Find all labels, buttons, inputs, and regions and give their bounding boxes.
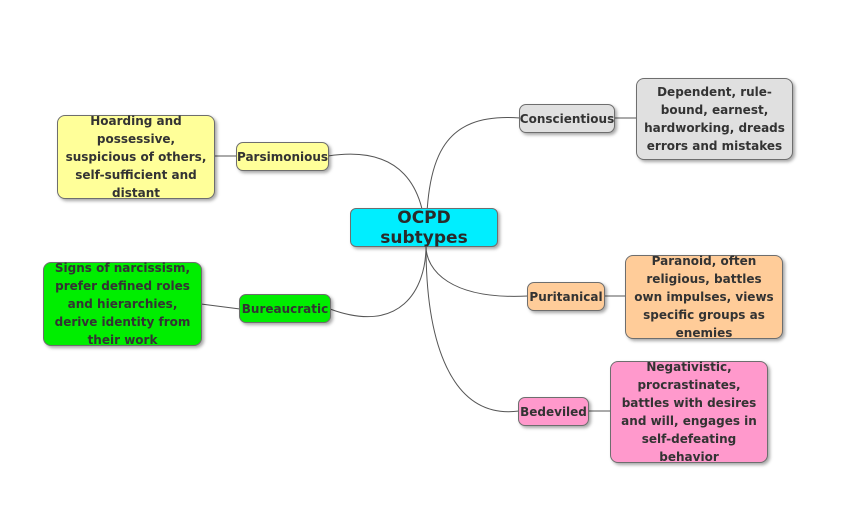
description-node-bureaucratic[interactable]: Signs of narcissism, prefer defined role… bbox=[43, 261, 202, 347]
link-root-bureaucratic bbox=[329, 245, 427, 318]
description-node-puritanical[interactable]: Paranoid, often religious, battles own i… bbox=[625, 254, 783, 340]
subtype-node-bureaucratic[interactable]: Bureaucratic bbox=[239, 294, 331, 323]
link-bureaucratic-description bbox=[200, 303, 241, 310]
description-node-conscientious[interactable]: Dependent, rule-bound, earnest, hardwork… bbox=[636, 78, 793, 160]
link-root-puritanical bbox=[425, 245, 529, 297]
description-node-parsimonious[interactable]: Hoarding and possessive, suspicious of o… bbox=[57, 114, 215, 200]
root-node[interactable]: OCPD subtypes bbox=[350, 208, 498, 248]
subtype-node-parsimonious[interactable]: Parsimonious bbox=[236, 142, 329, 171]
subtype-node-conscientious[interactable]: Conscientious bbox=[519, 104, 615, 133]
description-node-bedeviled[interactable]: Negativistic, procrastinates, battles wi… bbox=[610, 360, 768, 464]
subtype-node-puritanical[interactable]: Puritanical bbox=[527, 282, 605, 311]
subtype-node-bedeviled[interactable]: Bedeviled bbox=[518, 397, 589, 426]
link-root-bedeviled bbox=[425, 245, 520, 413]
